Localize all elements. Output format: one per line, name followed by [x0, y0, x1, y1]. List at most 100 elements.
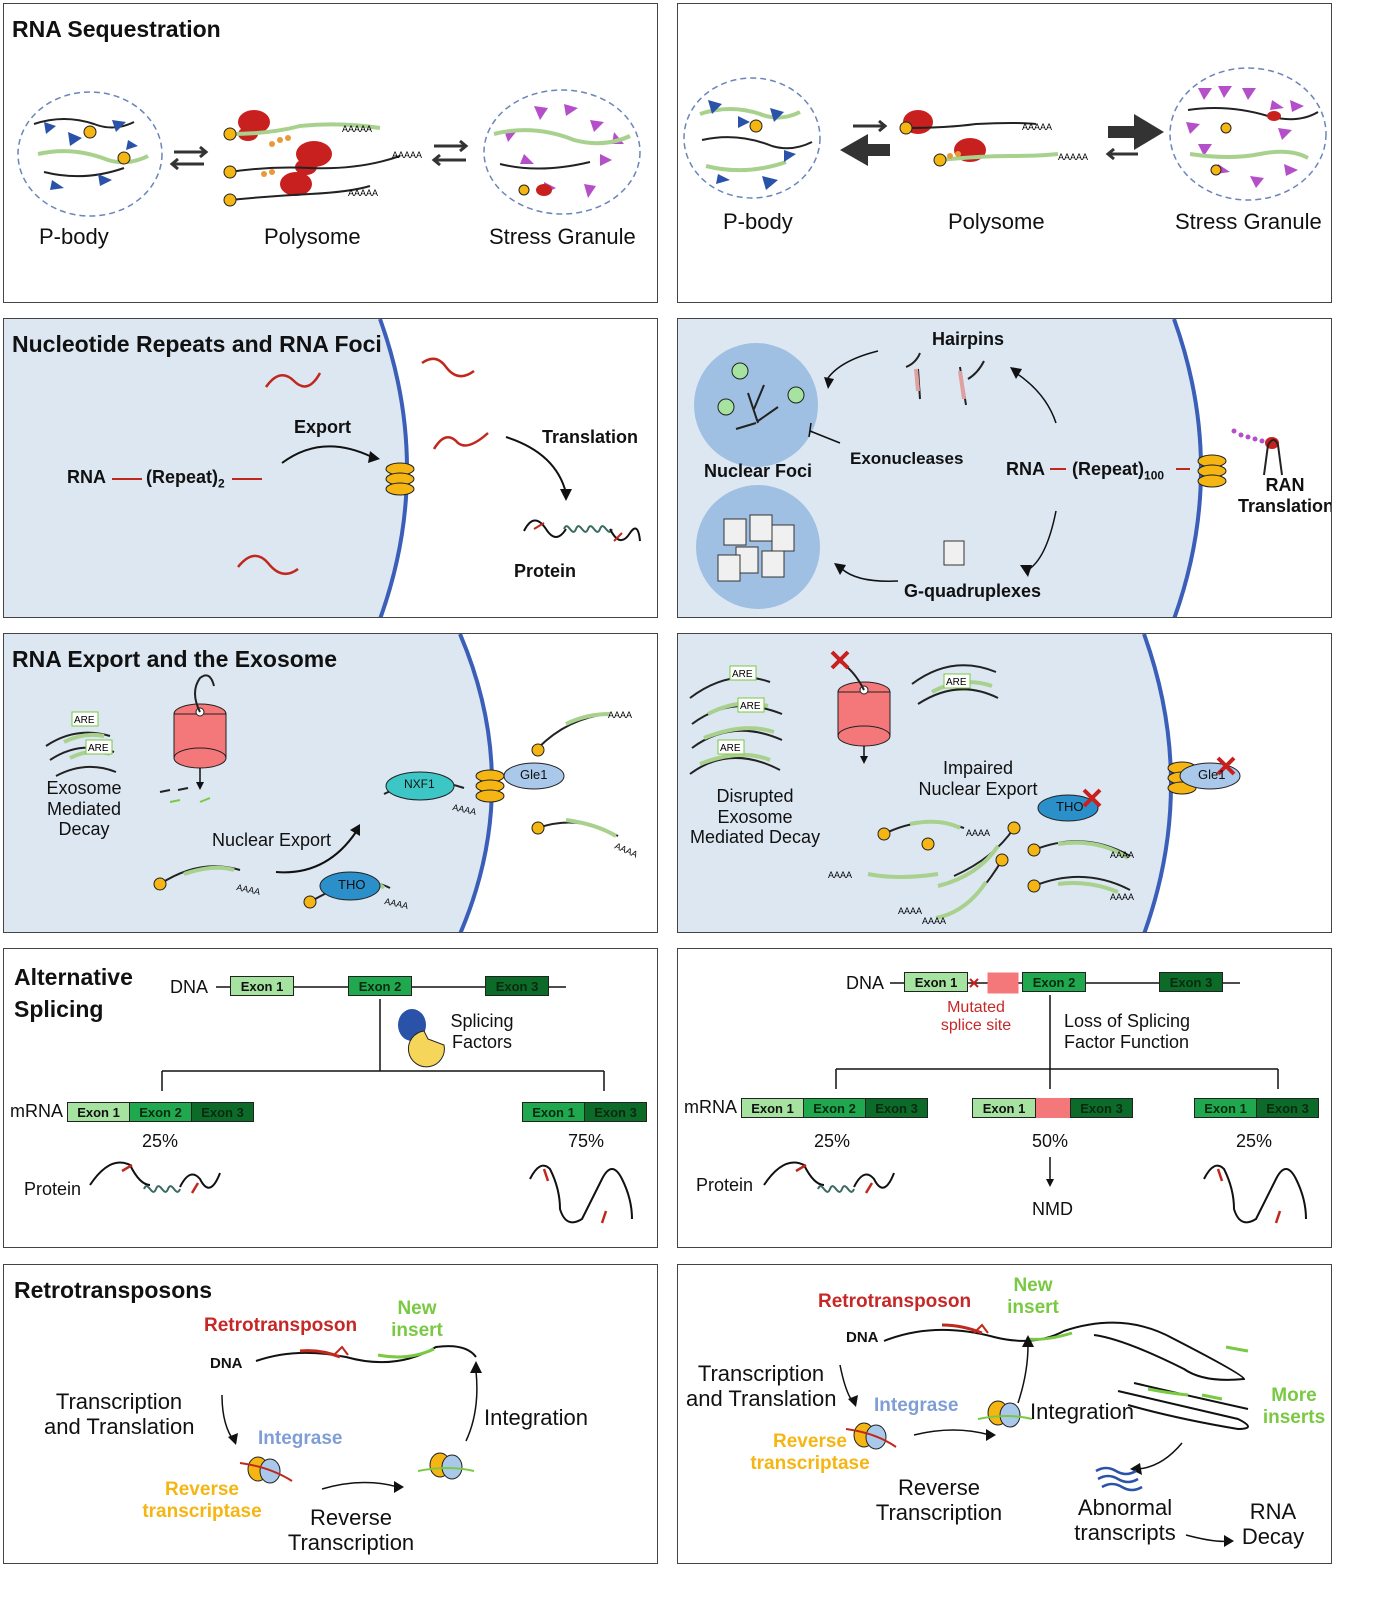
integrase-label: Integrase [874, 1395, 959, 1416]
nxf1-label: NXF1 [404, 777, 435, 791]
x-mark-icon [830, 650, 850, 670]
percent-25-label: 25% [1236, 1131, 1273, 1151]
tho-label: THO [1056, 799, 1084, 814]
exon-2: Exon 2 [803, 1098, 866, 1118]
exon-3: Exon 3 [191, 1102, 254, 1122]
retro-normal-art [221, 1345, 482, 1493]
tho-complex-icon [319, 871, 381, 901]
svg-text:AAAAA: AAAAA [1058, 152, 1088, 162]
abnormal-transcripts-icon [1095, 1466, 1143, 1492]
splicing-normal-art [89, 986, 633, 1224]
retro-disease-art [839, 1321, 1249, 1547]
svg-text:AAAAA: AAAAA [392, 150, 422, 160]
svg-text:AAAA: AAAA [828, 870, 852, 880]
polysome-label: Polysome [264, 224, 361, 249]
integrase-label: Integrase [258, 1428, 343, 1449]
svg-text:ARE: ARE [732, 669, 753, 680]
exon-3: Exon 3 [584, 1102, 647, 1122]
dna-label: DNA [846, 973, 885, 993]
panel-nucleotide-repeats-disease: Hairpins Nuclear Foci Exonucleases RNA (… [677, 318, 1332, 618]
exon-1: Exon 1 [1194, 1098, 1257, 1118]
repeat-label: (Repeat)100 [1072, 459, 1165, 483]
dna-label: DNA [210, 1355, 243, 1372]
exon-1: Exon 1 [904, 972, 968, 992]
g-quadruplexes-label: G-quadruplexes [904, 581, 1042, 601]
protein-helix-icon [523, 519, 641, 542]
exonucleases-label: Exonucleases [850, 449, 964, 468]
panel-title: RNA Export and the Exosome [12, 646, 338, 672]
translation-label: Translation [542, 427, 639, 447]
stress-granule [483, 89, 641, 215]
panel-nucleotide-repeats-normal: Nucleotide Repeats and RNA Foci RNA (Rep… [3, 318, 658, 618]
repeat-label: (Repeat)2 [146, 467, 225, 491]
rna-label: RNA [67, 467, 106, 487]
exon-1: Exon 1 [67, 1102, 130, 1122]
exon-2: Exon 2 [1022, 972, 1086, 992]
polysome-label: Polysome [948, 209, 1045, 234]
integrase-rt-complex-icon [239, 1456, 293, 1484]
svg-text:AAAA: AAAA [608, 710, 632, 720]
svg-text:AAAA: AAAA [966, 828, 990, 838]
panel-title: Retrotransposons [14, 1277, 213, 1303]
svg-text:AAAAA: AAAAA [1022, 122, 1052, 132]
svg-text:ARE: ARE [720, 743, 741, 754]
rna-label: RNA [1006, 459, 1045, 479]
exosome-icon [173, 674, 227, 769]
exon-1: Exon 1 [741, 1098, 804, 1118]
exon-1: Exon 1 [522, 1102, 585, 1122]
exon-1: Exon 1 [230, 976, 294, 996]
exon-3: Exon 3 [1070, 1098, 1133, 1118]
percent-50-label: 50% [1032, 1131, 1069, 1151]
x-mark-icon [1082, 788, 1102, 808]
protein-label: Protein [514, 561, 577, 581]
gle1-label: Gle1 [520, 767, 548, 782]
svg-text:AAAA: AAAA [1110, 850, 1134, 860]
stress-granule-label: Stress Granule [489, 224, 636, 249]
dna-label: DNA [170, 977, 209, 997]
nxf1-icon [385, 771, 455, 801]
svg-text:AAAAA: AAAAA [348, 188, 378, 198]
exon-2: Exon 2 [129, 1102, 192, 1122]
export-label: Export [294, 417, 352, 437]
p-body-granule [17, 91, 163, 217]
retrotransposon-label: Retrotransposon [818, 1291, 972, 1312]
integration-label: Integration [1030, 1399, 1134, 1424]
svg-text:AAAA: AAAA [922, 916, 946, 926]
svg-text:ARE: ARE [740, 701, 761, 712]
exon-3: Exon 3 [485, 976, 549, 996]
svg-text:AAAA: AAAA [384, 896, 410, 911]
nuclear-foci-label: Nuclear Foci [704, 461, 813, 481]
protein-label: Protein [696, 1175, 754, 1195]
sequestration-normal-art: AAAAA AAAAA AAAAA [17, 89, 641, 217]
gle1-icon [503, 762, 565, 790]
p-body-label: P-body [723, 209, 793, 234]
retrotransposon-label: Retrotransposon [204, 1315, 358, 1336]
protein-label: Protein [24, 1179, 82, 1199]
svg-text:AAAA: AAAA [236, 882, 262, 897]
panel-rna-export-normal: ARE ARE AAAA AAAA AAAA [3, 633, 658, 933]
polya-label: AAAAA [342, 124, 372, 134]
percent-25-label: 25% [142, 1131, 179, 1151]
stress-granule-label: Stress Granule [1175, 209, 1322, 234]
hairpins-label: Hairpins [932, 329, 1005, 349]
panel-rna-sequestration-normal: AAAAA AAAAA AAAAA RNA Sequestration P-bo… [3, 3, 658, 303]
exon-3: Exon 3 [865, 1098, 928, 1118]
svg-text:ARE: ARE [74, 715, 95, 726]
